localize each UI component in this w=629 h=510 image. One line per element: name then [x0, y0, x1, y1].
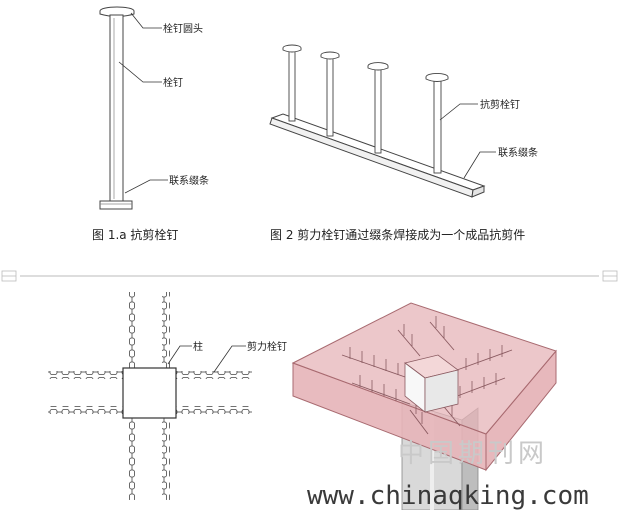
assembly-bar-label: 联系缀条: [498, 146, 538, 159]
stud-arm-top-left: [128, 292, 136, 368]
stud-arm-top-right: [162, 292, 170, 368]
stud-arm-right-top: [176, 371, 252, 379]
assembly-stud: [320, 51, 340, 137]
column-label: 柱: [193, 340, 203, 353]
watermark-chinese: 中国期刊网: [398, 439, 548, 469]
stud-arm-left-top: [48, 371, 123, 379]
assembly-stud-label: 抗剪栓钉: [480, 98, 520, 111]
stud-head-label: 栓钉圆头: [163, 22, 203, 35]
page-separator: [1, 270, 618, 282]
assembly-stud: [367, 62, 389, 154]
stud-arm-right-bottom: [176, 406, 252, 414]
watermark: 中国期刊网 www.chinaqking.com: [307, 439, 589, 510]
assembly-stud: [282, 44, 302, 122]
watermark-url: www.chinaqking.com: [307, 481, 589, 510]
figure-2-caption: 图 2 剪力栓钉通过缀条焊接成为一个成品抗剪件: [270, 227, 525, 242]
stud-arm-bottom-left: [128, 418, 136, 500]
assembly-stud: [425, 72, 449, 174]
stud-arm-left-bottom: [48, 406, 123, 414]
connecting-bar-label: 联系缀条: [169, 174, 209, 187]
figure-3-plan-view: 柱 剪力栓钉: [48, 292, 287, 500]
stud-label: 栓钉: [163, 76, 183, 89]
figure-1a-single-stud: 栓钉圆头 栓钉 联系缀条 图 1.a 抗剪栓钉: [92, 6, 209, 242]
column-square: [122, 367, 177, 419]
stud-arm-bottom-right: [162, 418, 170, 500]
figure-4-3d-slab: [291, 302, 557, 510]
figure-2-stud-assembly: 抗剪栓钉 联系缀条 图 2 剪力栓钉通过缀条焊接成为一个成品抗剪件: [269, 44, 538, 242]
figure-1a-caption: 图 1.a 抗剪栓钉: [92, 227, 178, 242]
shear-stud-label: 剪力栓钉: [247, 340, 287, 353]
